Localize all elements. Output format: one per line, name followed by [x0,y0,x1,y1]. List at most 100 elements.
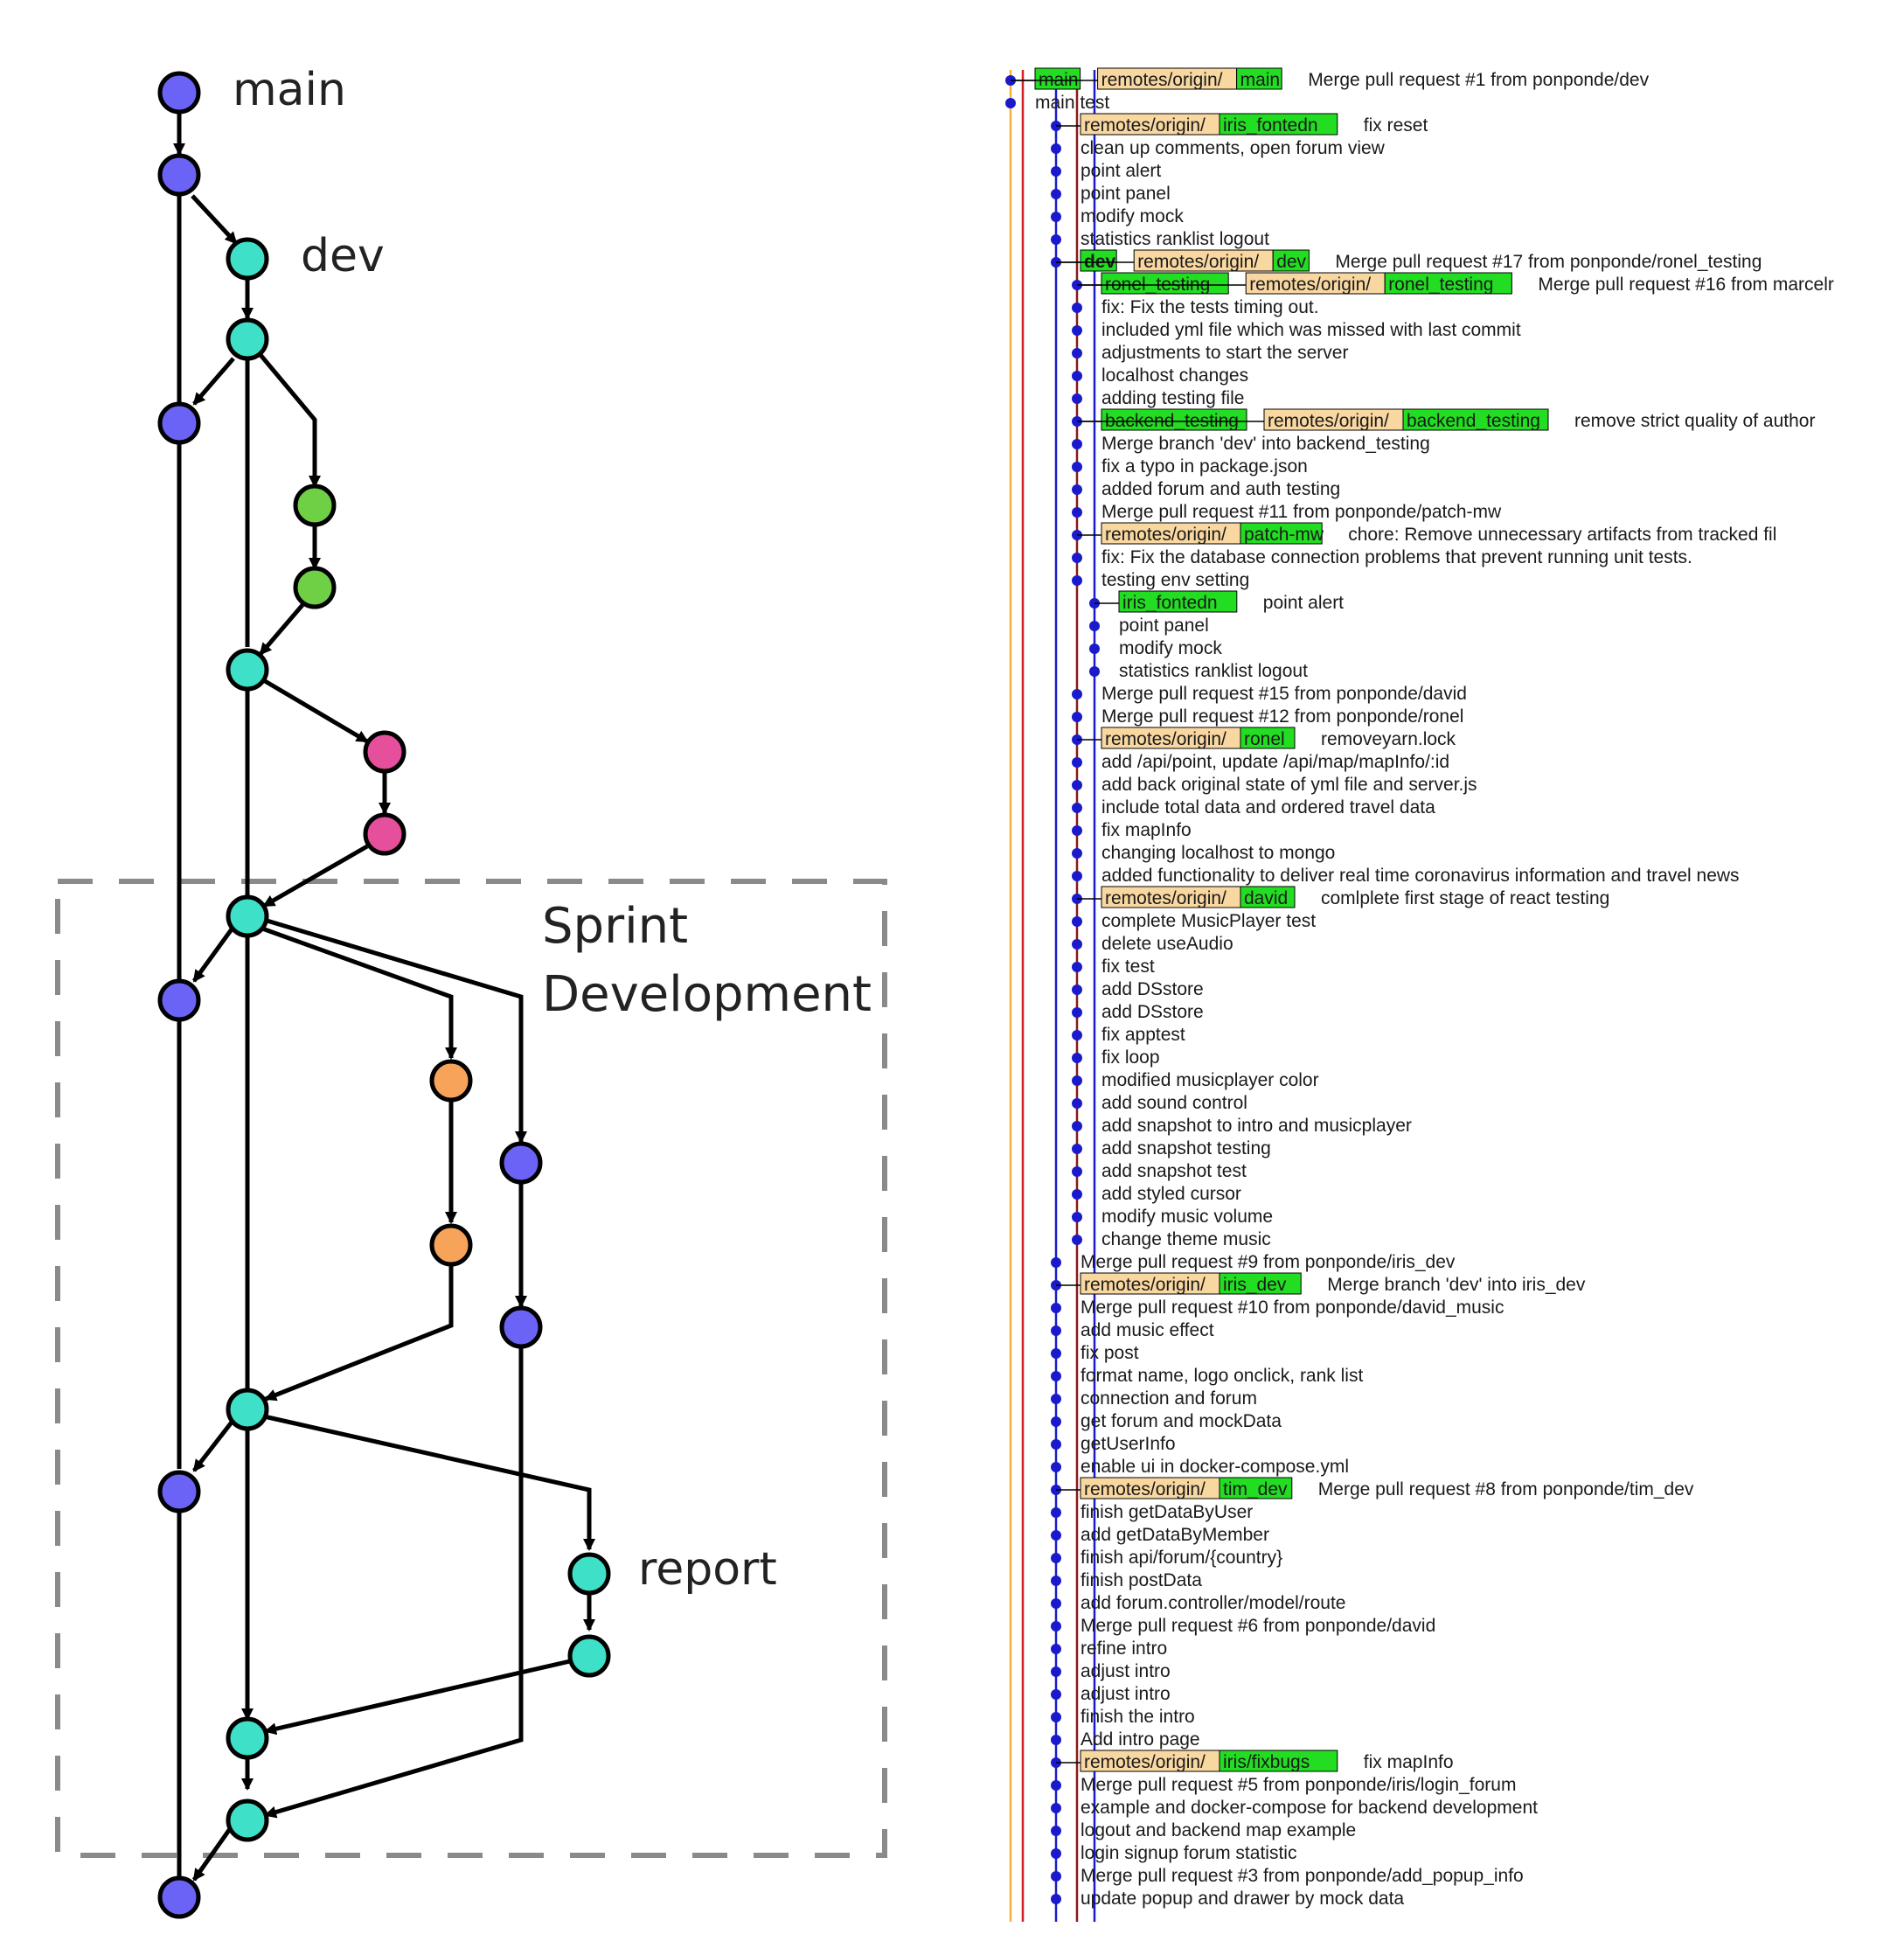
commit-row[interactable]: fix: Fix the database connection problem… [1072,547,1692,567]
commit-row[interactable]: Merge pull request #6 from ponponde/davi… [1051,1616,1435,1636]
ref-label[interactable]: remotes/origin/iris_dev [1080,1272,1302,1295]
commit-row[interactable]: adjust intro [1051,1661,1171,1681]
commit-row[interactable]: add getDataByMember [1051,1525,1269,1545]
ref-label[interactable]: iris_fontedn [1118,590,1238,613]
commit-row[interactable]: get forum and mockData [1051,1411,1282,1431]
commit-row[interactable]: add snapshot testing [1072,1138,1271,1158]
commit-row[interactable]: statistics ranklist logout [1089,661,1308,681]
commit-row[interactable]: change theme music [1072,1229,1271,1249]
commit-row[interactable]: adjust intro [1051,1684,1171,1704]
commit-row[interactable]: add /api/point, update /api/map/mapInfo/… [1072,752,1449,772]
commit-dot [1072,780,1082,790]
ref-label[interactable]: remotes/origin/iris_fontedn [1080,113,1338,136]
commit-row[interactable]: changing localhost to mongo [1072,843,1335,863]
commit-row[interactable]: added functionality to deliver real time… [1072,866,1740,886]
commit-row[interactable]: Merge pull request #9 from ponponde/iris… [1051,1252,1456,1272]
commit-row[interactable]: add DSstore [1072,1002,1204,1022]
local-ref-name: ronel_testing [1388,275,1493,295]
commit-row[interactable]: logout and backend map example [1051,1820,1356,1840]
commit-row[interactable]: complete MusicPlayer test [1072,911,1316,931]
commit-row[interactable]: backend_testing remotes/origin/backend_te… [1072,408,1815,431]
commit-row[interactable]: finish postData [1051,1570,1202,1590]
commit-row[interactable]: adding testing file [1072,388,1244,408]
commit-row[interactable]: Merge pull request #3 from ponponde/add_… [1051,1866,1524,1886]
commit-row[interactable]: fix apptest [1072,1025,1185,1045]
ref-label[interactable]: remotes/origin/iris/fixbugs [1080,1750,1338,1772]
commit-row[interactable]: add DSstore [1072,979,1204,999]
commit-row[interactable]: add sound control [1072,1093,1247,1113]
ref-label[interactable]: remotes/origin/ronel [1101,727,1296,749]
commit-row[interactable]: enable ui in docker-compose.yml [1051,1457,1349,1477]
commit-row[interactable]: point panel [1089,616,1209,636]
ref-label[interactable]: dev [1080,249,1117,272]
commit-row[interactable]: point alert [1051,161,1161,181]
report-commit-node [567,1552,611,1596]
commit-row[interactable]: statistics ranklist logout [1051,229,1269,249]
commit-row[interactable]: included yml file which was missed with … [1072,320,1521,340]
ref-label[interactable]: main [1034,67,1081,90]
commit-row[interactable]: modify mock [1089,638,1222,658]
commit-row[interactable]: clean up comments, open forum view [1051,138,1386,158]
commit-row[interactable]: fix post [1051,1343,1139,1363]
commit-row[interactable]: format name, logo onclick, rank list [1051,1366,1363,1386]
ref-label[interactable]: ronel_testing [1101,272,1229,295]
commit-row[interactable]: Merge pull request #11 from ponponde/pat… [1072,502,1502,522]
ref-label[interactable]: remotes/origin/dev [1133,249,1310,272]
commit-row[interactable]: point panel [1051,184,1171,204]
commit-row[interactable]: Merge pull request #15 from ponponde/dav… [1072,684,1467,704]
commit-row[interactable]: main test [1005,93,1109,113]
commit-row[interactable]: Merge branch 'dev' into backend_testing [1072,434,1430,454]
commit-row[interactable]: localhost changes [1072,365,1248,386]
commit-row[interactable]: Add intro page [1051,1729,1200,1750]
commit-row[interactable]: adjustments to start the server [1072,343,1348,363]
commit-row[interactable]: add music effect [1051,1320,1214,1340]
commit-row[interactable]: finish getDataByUser [1051,1502,1253,1522]
ref-label[interactable]: remotes/origin/backend_testing [1263,408,1549,431]
commit-row[interactable]: finish the intro [1051,1707,1195,1727]
commit-row[interactable]: connection and forum [1051,1388,1257,1409]
commit-row[interactable]: add forum.controller/model/route [1051,1593,1346,1613]
ref-label[interactable]: remotes/origin/david [1101,886,1296,908]
commit-row[interactable]: refine intro [1051,1638,1167,1659]
commit-row[interactable]: update popup and drawer by mock data [1051,1889,1404,1909]
commit-row[interactable]: delete useAudio [1072,934,1233,954]
commit-row[interactable]: Merge pull request #10 from ponponde/dav… [1051,1298,1504,1318]
commit-row[interactable]: include total data and ordered travel da… [1072,797,1435,817]
commit-row[interactable]: login signup forum statistic [1051,1843,1296,1863]
commit-row[interactable]: added forum and auth testing [1072,479,1340,499]
commit-row[interactable]: finish api/forum/{country} [1051,1548,1282,1568]
commit-row[interactable]: Merge pull request #5 from ponponde/iris… [1051,1775,1516,1795]
commit-row[interactable]: getUserInfo [1051,1434,1176,1454]
commit-row[interactable]: fix: Fix the tests timing out. [1072,297,1319,317]
commit-row[interactable]: fix loop [1072,1047,1160,1068]
ref-label[interactable]: remotes/origin/tim_dev [1080,1477,1293,1499]
commit-row[interactable]: Merge pull request #12 from ponponde/ron… [1072,706,1463,727]
ref-label[interactable]: remotes/origin/main [1097,67,1282,90]
commit-row[interactable]: modify mock [1051,206,1184,226]
commit-row[interactable]: add snapshot to intro and musicplayer [1072,1116,1412,1136]
ref-label[interactable]: backend_testing [1101,408,1247,431]
commit-row[interactable]: fix mapInfo [1072,820,1192,840]
commit-row[interactable]: fix test [1072,957,1155,977]
commit-row[interactable]: testing env setting [1072,570,1249,590]
ref-label[interactable]: remotes/origin/patch-mw [1101,522,1324,545]
commit-row[interactable]: modified musicplayer color [1072,1070,1319,1090]
commit-row[interactable]: add back original state of yml file and … [1072,775,1477,795]
commit-row[interactable]: example and docker-compose for backend d… [1051,1798,1538,1818]
commit-row[interactable]: fix a typo in package.json [1072,456,1308,477]
commit-row[interactable]: modify music volume [1072,1207,1273,1227]
commit-row[interactable]: add snapshot test [1072,1161,1247,1181]
ref-label[interactable]: remotes/origin/ronel_testing [1245,272,1512,295]
commit-row[interactable]: add styled cursor [1072,1184,1241,1204]
